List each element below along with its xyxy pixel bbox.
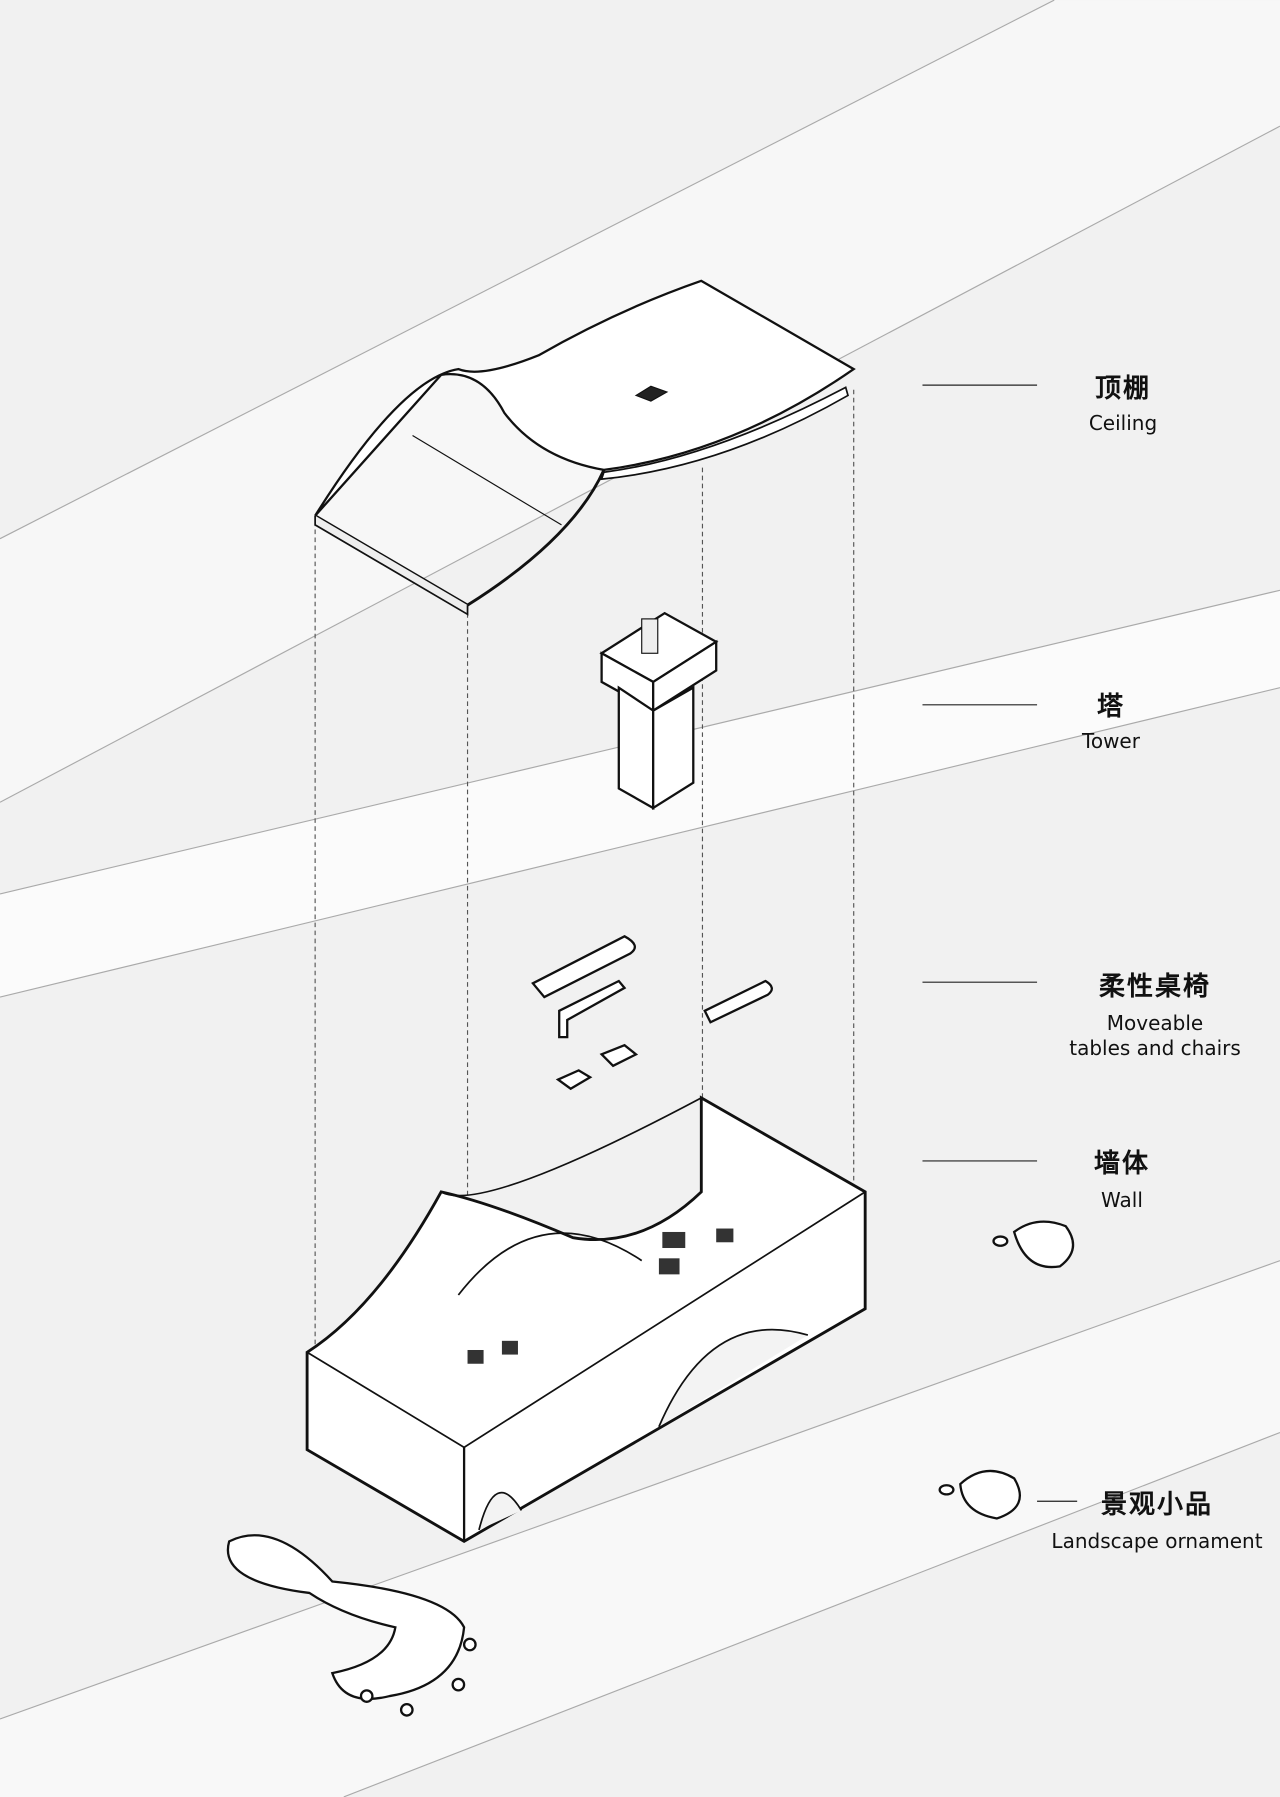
furniture-model	[531, 935, 773, 1091]
label-furniture: 柔性桌椅 Moveable tables and chairs	[1069, 966, 1241, 1061]
label-wall-zh: 墙体	[1093, 1149, 1151, 1179]
label-landscape: 景观小品 Landscape ornament	[1051, 1484, 1262, 1554]
label-furniture-en-line1: Moveable	[1106, 1011, 1204, 1035]
label-ceiling-en: Ceiling	[1088, 411, 1158, 435]
tower-model	[599, 611, 719, 811]
label-tower: 塔 Tower	[1082, 686, 1140, 754]
label-ceiling: 顶棚 Ceiling	[1089, 368, 1157, 436]
landscape-ornament-model	[226, 1220, 1075, 1717]
label-furniture-zh: 柔性桌椅	[1098, 972, 1212, 1002]
label-wall: 墙体 Wall	[1094, 1143, 1150, 1213]
label-wall-en: Wall	[1101, 1188, 1143, 1212]
label-landscape-en: Landscape ornament	[1051, 1529, 1263, 1553]
ceiling-model	[314, 279, 856, 616]
label-furniture-en-line2: tables and chairs	[1069, 1036, 1241, 1060]
leader-lines	[922, 384, 1078, 1502]
background-ground-band	[0, 1260, 1280, 1797]
wall-model	[305, 1095, 867, 1544]
label-tower-zh: 塔	[1096, 692, 1126, 722]
label-ceiling-zh: 顶棚	[1094, 374, 1151, 404]
label-landscape-zh: 景观小品	[1100, 1490, 1213, 1520]
label-tower-en: Tower	[1082, 729, 1140, 753]
